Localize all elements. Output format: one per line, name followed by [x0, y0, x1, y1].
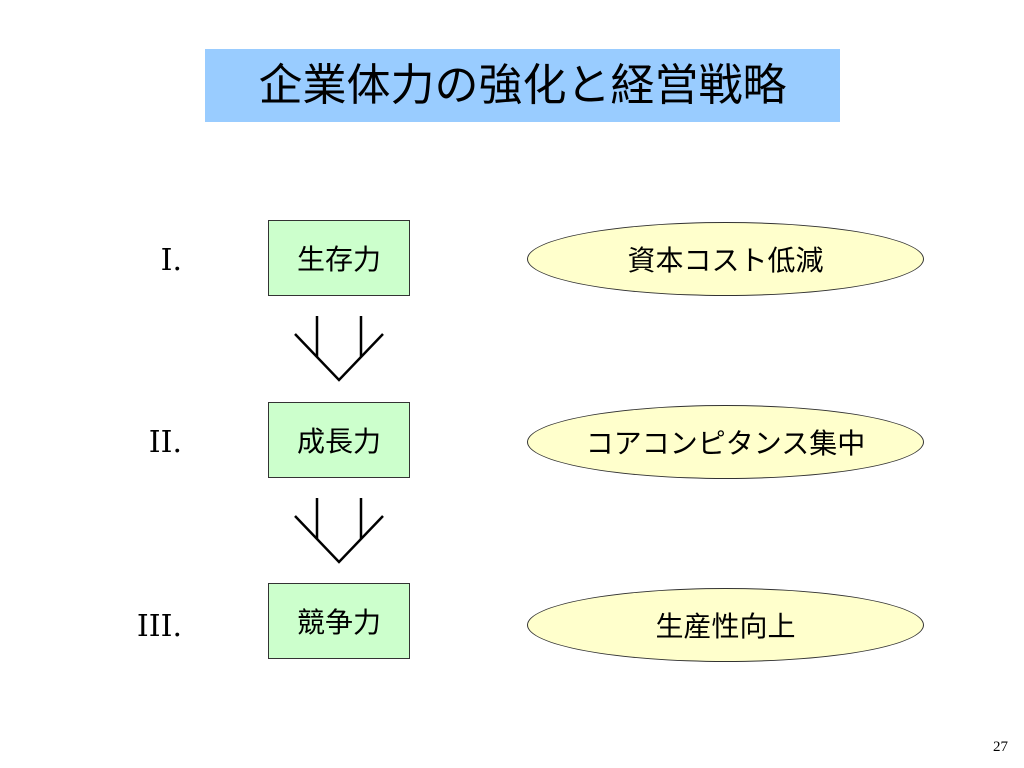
page-number: 27 — [993, 739, 1008, 755]
strategy-ellipse-core-competence: コアコンピタンス集中 — [527, 405, 924, 479]
stage-box-growth: 成長力 — [268, 402, 410, 478]
strategy-ellipse-productivity: 生産性向上 — [527, 588, 924, 662]
strategy-ellipse-cost-reduction: 資本コスト低減 — [527, 222, 924, 296]
stage-box-survival: 生存力 — [268, 220, 410, 296]
double-down-arrow-icon — [294, 316, 384, 382]
stage-box-competitiveness: 競争力 — [268, 583, 410, 659]
row-numeral-3: III. — [136, 609, 182, 644]
title-banner: 企業体力の強化と経営戦略 — [205, 49, 840, 122]
slide-title: 企業体力の強化と経営戦略 — [258, 59, 787, 111]
double-down-arrow-icon — [294, 498, 384, 564]
row-numeral-2: II. — [148, 425, 182, 460]
row-numeral-1: I. — [160, 243, 182, 278]
